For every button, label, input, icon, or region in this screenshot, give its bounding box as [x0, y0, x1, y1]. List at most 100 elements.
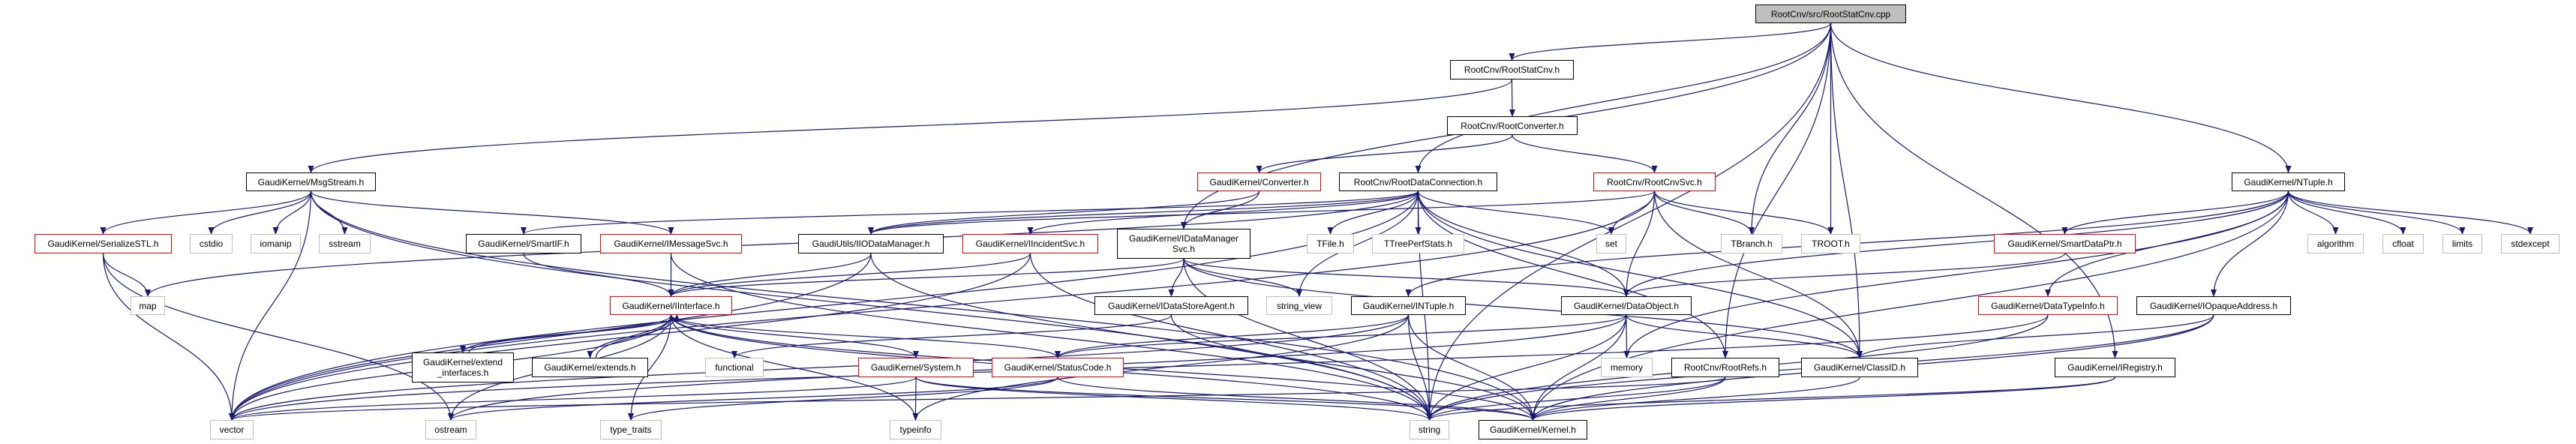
node-label: GaudiKernel/IDataManager — [1128, 233, 1239, 244]
node-cstdio[interactable]: cstdio — [190, 234, 233, 254]
node-limits[interactable]: limits — [2442, 234, 2482, 254]
node-iopaqueaddress[interactable]: GaudiKernel/IOpaqueAddress.h — [2136, 296, 2291, 315]
node-label: GaudiKernel/DataObject.h — [1573, 300, 1680, 311]
node-label: algorithm — [2316, 238, 2355, 249]
node-rootstatcnv[interactable]: RootCnv/RootStatCnv.h — [1450, 60, 1574, 80]
node-statuscode[interactable]: GaudiKernel/StatusCode.h — [992, 358, 1124, 377]
node-typeinfo[interactable]: typeinfo — [890, 420, 941, 440]
edge-ntuple-to-smartdataptr — [2061, 190, 2289, 235]
node-set[interactable]: set — [1596, 234, 1626, 254]
node-datatypeinfo[interactable]: GaudiKernel/DataTypeInfo.h — [1978, 296, 2118, 315]
edge-datatypeinfo-to-vector — [229, 314, 2049, 421]
node-label: vector — [219, 424, 245, 435]
node-ostream[interactable]: ostream — [425, 420, 476, 440]
node-stdexcept[interactable]: stdexcept — [2501, 234, 2559, 254]
edge-dataobject-to-kernel — [1530, 314, 1627, 421]
edge-system-to-vector — [229, 376, 917, 421]
node-algorithm[interactable]: algorithm — [2307, 234, 2364, 254]
edge-ntuple-to-stdexcept — [2287, 190, 2533, 235]
node-ttreeperfstats[interactable]: TTreePerfStats.h — [1372, 234, 1464, 254]
node-smartdataptr[interactable]: GaudiKernel/SmartDataPtr.h — [1994, 234, 2136, 254]
node-iomanip[interactable]: iomanip — [251, 234, 301, 254]
node-label: GaudiKernel/ClassID.h — [1813, 362, 1906, 373]
node-iincidentsvc[interactable]: GaudiKernel/IIncidentSvc.h — [962, 234, 1098, 254]
edge-intuple-to-vector — [229, 314, 1410, 421]
node-troot[interactable]: TROOT.h — [1801, 234, 1860, 254]
node-functional[interactable]: functional — [705, 358, 764, 377]
edge-root-to-rootstatcnv — [1509, 22, 1832, 61]
node-string[interactable]: string — [1410, 420, 1449, 440]
edge-rootconverter-to-rootcnvsvc — [1512, 134, 1658, 173]
edge-idatastoreagent-to-functional — [731, 314, 1172, 358]
node-serializestl[interactable]: GaudiKernel/SerializeSTL.h — [35, 234, 172, 254]
node-label: GaudiKernel/SerializeSTL.h — [47, 238, 159, 249]
node-label: GaudiKernel/SmartDataPtr.h — [2007, 238, 2122, 249]
node-string-view[interactable]: string_view — [1266, 296, 1332, 315]
node-tfile[interactable]: TFile.h — [1307, 234, 1354, 254]
node-label: limits — [2451, 238, 2473, 249]
node-smartif[interactable]: GaudiKernel/SmartIF.h — [466, 234, 581, 254]
edge-msgstream-to-iomanip — [272, 190, 312, 235]
node-rootrefs[interactable]: RootCnv/RootRefs.h — [1671, 358, 1779, 377]
node-label: stdexcept — [2511, 238, 2550, 249]
node-intuple[interactable]: GaudiKernel/INTuple.h — [1351, 296, 1466, 315]
node-label: RootCnv/src/RootStatCnv.cpp — [1770, 8, 1891, 20]
node-kernel[interactable]: GaudiKernel/Kernel.h — [1479, 420, 1587, 440]
node-rootdataconn[interactable]: RootCnv/RootDataConnection.h — [1339, 172, 1497, 191]
node-label: Svc.h — [1172, 244, 1195, 254]
node-label: GaudiKernel/IInterface.h — [622, 300, 720, 311]
node-type-traits[interactable]: type_traits — [600, 420, 662, 440]
node-converter[interactable]: GaudiKernel/Converter.h — [1197, 172, 1321, 191]
node-extend-interfaces[interactable]: GaudiKernel/extend_interfaces.h — [412, 352, 514, 382]
edge-iinterface-to-system — [670, 314, 919, 358]
edge-system-to-typeinfo — [912, 376, 919, 421]
node-iregistry[interactable]: GaudiKernel/IRegistry.h — [2055, 358, 2175, 377]
node-memory[interactable]: memory — [1601, 358, 1653, 377]
node-classid[interactable]: GaudiKernel/ClassID.h — [1801, 358, 1918, 377]
node-label: GaudiKernel/Kernel.h — [1490, 424, 1576, 435]
edge-iiodatamanager-to-iinterface — [668, 253, 872, 297]
edge-dataobject-to-memory — [1623, 314, 1630, 358]
edge-ntuple-to-iopaqueaddress — [2211, 190, 2289, 297]
node-sstream[interactable]: sstream — [319, 234, 371, 254]
edge-idatastoreagent-to-kernel — [1170, 314, 1536, 421]
edge-root-to-rootdataconn — [1415, 22, 1832, 173]
node-tbranch[interactable]: TBranch.h — [1721, 234, 1782, 254]
edge-ntuple-to-cfloat — [2287, 190, 2406, 235]
edge-iiodatamanager-to-string — [870, 253, 1433, 421]
node-label: GaudiKernel/NTuple.h — [2244, 176, 2333, 188]
node-root[interactable]: RootCnv/src/RootStatCnv.cpp — [1755, 4, 1906, 23]
node-msgstream[interactable]: GaudiKernel/MsgStream.h — [246, 172, 376, 191]
edge-serializestl-to-vector — [102, 253, 235, 421]
node-map[interactable]: map — [131, 296, 165, 315]
edge-rootcnvsvc-to-troot — [1653, 190, 1834, 235]
edge-rootcnvsvc-to-classid — [1653, 190, 1863, 358]
node-rootcnvsvc[interactable]: RootCnv/RootCnvSvc.h — [1593, 172, 1716, 191]
edge-iregistry-to-string — [1426, 376, 2116, 421]
node-system[interactable]: GaudiKernel/System.h — [858, 358, 974, 377]
node-label: RootCnv/RootDataConnection.h — [1353, 176, 1483, 188]
edge-iinterface-to-typeinfo — [670, 314, 919, 421]
node-extends[interactable]: GaudiKernel/extends.h — [532, 358, 648, 377]
node-label: GaudiUtils/IIODataManager.h — [812, 238, 930, 249]
node-label: typeinfo — [899, 424, 932, 435]
node-label: TBranch.h — [1731, 238, 1773, 249]
edge-rootstatcnv-to-msgstream — [308, 79, 1513, 173]
edge-msgstream-to-imessagesvc — [310, 190, 674, 235]
node-vector[interactable]: vector — [210, 420, 254, 440]
node-rootconverter[interactable]: RootCnv/RootConverter.h — [1447, 116, 1578, 135]
node-label: GaudiKernel/MsgStream.h — [257, 176, 365, 188]
node-dataobject[interactable]: GaudiKernel/DataObject.h — [1561, 296, 1692, 315]
node-cfloat[interactable]: cfloat — [2382, 234, 2424, 254]
node-label: functional — [715, 362, 754, 373]
edge-rootdataconn-to-dataobject — [1417, 190, 1629, 297]
node-iinterface[interactable]: GaudiKernel/IInterface.h — [610, 296, 732, 315]
node-label: string — [1418, 424, 1441, 435]
node-idatastoreagent[interactable]: GaudiKernel/IDataStoreAgent.h — [1094, 296, 1248, 315]
node-imessagesvc[interactable]: GaudiKernel/IMessageSvc.h — [600, 234, 742, 254]
node-iiodatamanager[interactable]: GaudiUtils/IIODataManager.h — [798, 234, 944, 254]
edge-serializestl-to-map — [102, 253, 151, 297]
node-ntuple[interactable]: GaudiKernel/NTuple.h — [2232, 172, 2345, 191]
edge-msgstream-to-sstream — [310, 190, 348, 235]
